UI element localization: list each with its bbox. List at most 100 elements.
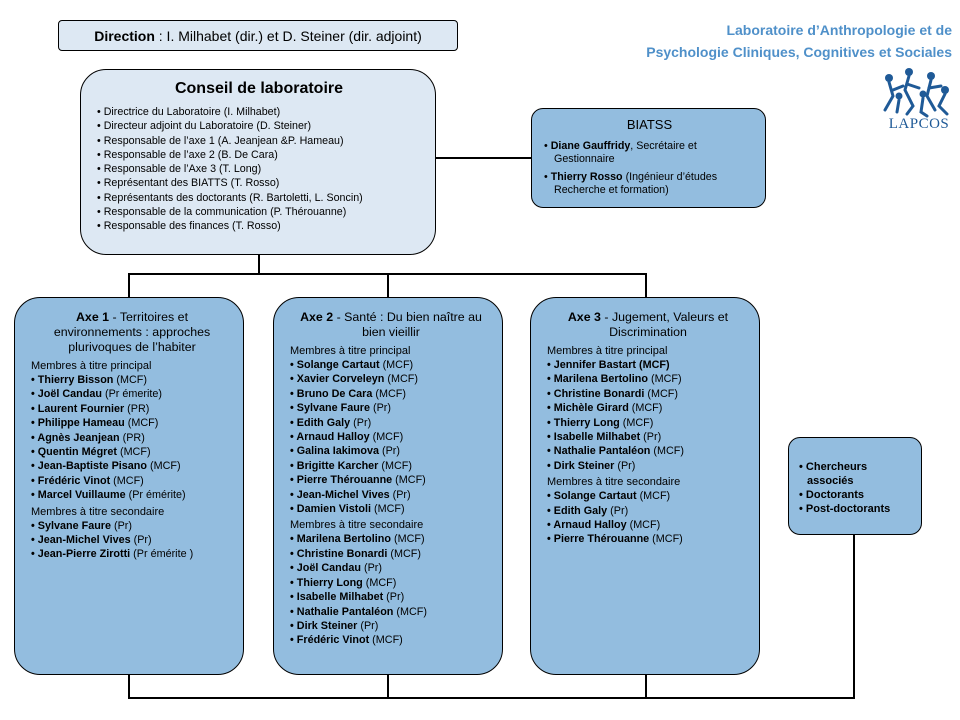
member-name: Sylvane Faure xyxy=(37,519,111,532)
member-name: Arnaud Halloy xyxy=(296,431,370,444)
list-item: Marilena Bertolino (MCF) xyxy=(547,372,749,386)
list-item: Sylvane Faure (Pr) xyxy=(31,519,233,533)
member-name: Jean-Baptiste Pisano xyxy=(37,460,147,473)
members-secondaire-list: Sylvane Faure (Pr)Jean-Michel Vives (Pr)… xyxy=(31,519,233,562)
list-item: Isabelle Milhabet (Pr) xyxy=(547,430,749,444)
members-principal-label: Membres à titre principal xyxy=(290,345,411,357)
member-name: Edith Galy xyxy=(553,504,608,517)
list-item: Damien Vistoli (MCF) xyxy=(290,502,492,516)
connector-axe2-up xyxy=(387,273,389,298)
list-item: Edith Galy (Pr) xyxy=(547,504,749,518)
member-name: Jean-Michel Vives xyxy=(296,488,390,501)
axe-title: Axe 3 - Jugement, Valeurs et Discriminat… xyxy=(547,310,749,340)
member-name: Xavier Corveleyn xyxy=(296,373,385,386)
list-item: Thierry Bisson (MCF) xyxy=(31,373,233,387)
member-name: Isabelle Milhabet xyxy=(553,431,641,444)
lab-title-line2: Psychologie Cliniques, Cognitives et Soc… xyxy=(646,44,952,60)
list-item: Marilena Bertolino (MCF) xyxy=(290,532,492,546)
axe-theme: - Santé : Du bien naître au bien vieilli… xyxy=(333,310,482,339)
conseil-list: Directrice du Laboratoire (I. Milhabet) … xyxy=(97,105,421,234)
list-item: Isabelle Milhabet (Pr) xyxy=(290,590,492,604)
member-rank: (MCF) xyxy=(146,460,181,473)
member-name: Thierry Long xyxy=(553,416,620,429)
list-item: Sylvane Faure (Pr) xyxy=(290,401,492,415)
lapcos-logo-text: LAPCOS xyxy=(888,116,950,132)
list-item: Nathalie Pantaléon (MCF) xyxy=(290,605,492,619)
connector-axe3-down xyxy=(645,674,647,698)
axe-1-box: Axe 1 - Territoires et environnements : … xyxy=(14,297,244,675)
member-rank: (MCF) xyxy=(392,474,426,487)
member-rank: (MCF) xyxy=(647,373,682,386)
member-name: Marilena Bertolino xyxy=(553,373,648,386)
member-name: Quentin Mégret xyxy=(37,446,117,459)
member-name: Frédéric Vinot xyxy=(37,474,111,487)
member-name: Joël Candau xyxy=(37,388,102,401)
member-name: Marcel Vuillaume xyxy=(37,489,126,502)
member-rank: (Pr) xyxy=(383,591,405,604)
member-rank: (MCF) xyxy=(362,576,397,589)
member-name: Solange Cartaut xyxy=(553,490,637,503)
member-rank: (MCF) xyxy=(650,445,684,458)
list-item: Directeur adjoint du Laboratoire (D. Ste… xyxy=(97,119,421,133)
member-name: Dirk Steiner xyxy=(296,619,358,632)
list-item: Marcel Vuillaume (Pr émérite) xyxy=(31,488,233,502)
list-item: Quentin Mégret (MCF) xyxy=(31,445,233,459)
list-item: Philippe Hameau (MCF) xyxy=(31,416,233,430)
member-rank: (Pr émérite) xyxy=(125,489,186,502)
member-name: Thierry Rosso xyxy=(550,170,623,183)
member-rank: (Pr) xyxy=(614,459,636,472)
member-name: Nathalie Pantaléon xyxy=(296,605,394,618)
list-item: Responsable de l’axe 2 (B. De Cara) xyxy=(97,148,421,162)
list-item: Thierry Rosso (Ingénieur d’études Recher… xyxy=(544,171,755,198)
biatss-title: BIATSS xyxy=(626,117,673,132)
list-item: Brigitte Karcher (MCF) xyxy=(290,459,492,473)
connector-axe3-up xyxy=(645,273,647,298)
list-item: Frédéric Vinot (MCF) xyxy=(31,474,233,488)
list-item: Bruno De Cara (MCF) xyxy=(290,387,492,401)
direction-text: : I. Milhabet (dir.) et D. Steiner (dir.… xyxy=(154,27,422,44)
member-rank: (MCF) xyxy=(644,387,678,400)
member-rank: (MCF) xyxy=(390,533,425,546)
axe-2-box: Axe 2 - Santé : Du bien naître au bien v… xyxy=(273,297,503,675)
connector-axe1-up xyxy=(128,273,130,298)
connector-horizontal-bottom xyxy=(128,697,855,699)
lab-title: Laboratoire d’Anthropologie et de Psycho… xyxy=(596,19,952,63)
list-item: Doctorants xyxy=(799,488,913,502)
members-secondaire-label: Membres à titre secondaire xyxy=(31,505,165,518)
members-principal-label: Membres à titre principal xyxy=(31,360,152,372)
member-rank: (Pr) xyxy=(360,562,382,575)
member-name: Joël Candau xyxy=(296,562,361,575)
list-item: Agnès Jeanjean (PR) xyxy=(31,431,233,445)
axe-number: Axe 2 xyxy=(300,310,334,324)
member-name: Jennifer Bastart (MCF) xyxy=(553,359,670,371)
member-name: Laurent Fournier xyxy=(37,402,125,415)
member-rank: (Pr) xyxy=(379,445,400,458)
list-item: Directrice du Laboratoire (I. Milhabet) xyxy=(97,105,421,119)
list-item: Diane Gauffridy, Secrétaire et Gestionna… xyxy=(544,140,755,167)
member-name: Brigitte Karcher xyxy=(296,459,379,472)
member-rank: (MCF) xyxy=(113,374,147,386)
list-item: Représentants des doctorants (R. Bartole… xyxy=(97,191,421,205)
list-item: Michèle Girard (MCF) xyxy=(547,401,749,415)
member-rank: (MCF) xyxy=(372,387,406,400)
member-name: Agnès Jeanjean xyxy=(37,431,120,444)
direction-box: Direction : I. Milhabet (dir.) et D. Ste… xyxy=(58,20,458,51)
member-rank: (Pr émerite) xyxy=(101,388,162,401)
axe-number: Axe 1 xyxy=(75,310,110,324)
member-rank: (MCF) xyxy=(393,605,427,618)
lapcos-logo-icon xyxy=(883,68,949,118)
list-item: Galina Iakimova (Pr) xyxy=(290,444,492,458)
member-name: Thierry Bisson xyxy=(37,374,114,386)
list-item: Représentant des BIATTS (T. Rosso) xyxy=(97,176,421,190)
conseil-title: Conseil de laboratoire xyxy=(174,80,344,97)
list-item: Pierre Thérouanne (MCF) xyxy=(290,473,492,487)
axe-title: Axe 1 - Territoires et environnements : … xyxy=(31,310,233,355)
member-rank: (MCF) xyxy=(649,533,683,546)
members-principal-list: Jennifer Bastart (MCF)Marilena Bertolino… xyxy=(547,358,749,473)
list-item: Joël Candau (Pr) xyxy=(290,561,492,575)
member-name: Dirk Steiner xyxy=(553,459,615,472)
member-rank: (Pr) xyxy=(370,402,391,415)
members-principal-list: Solange Cartaut (MCF)Xavier Corveleyn (M… xyxy=(290,358,492,516)
member-name: Edith Galy xyxy=(296,416,351,429)
member-name: Christine Bonardi xyxy=(296,547,388,560)
